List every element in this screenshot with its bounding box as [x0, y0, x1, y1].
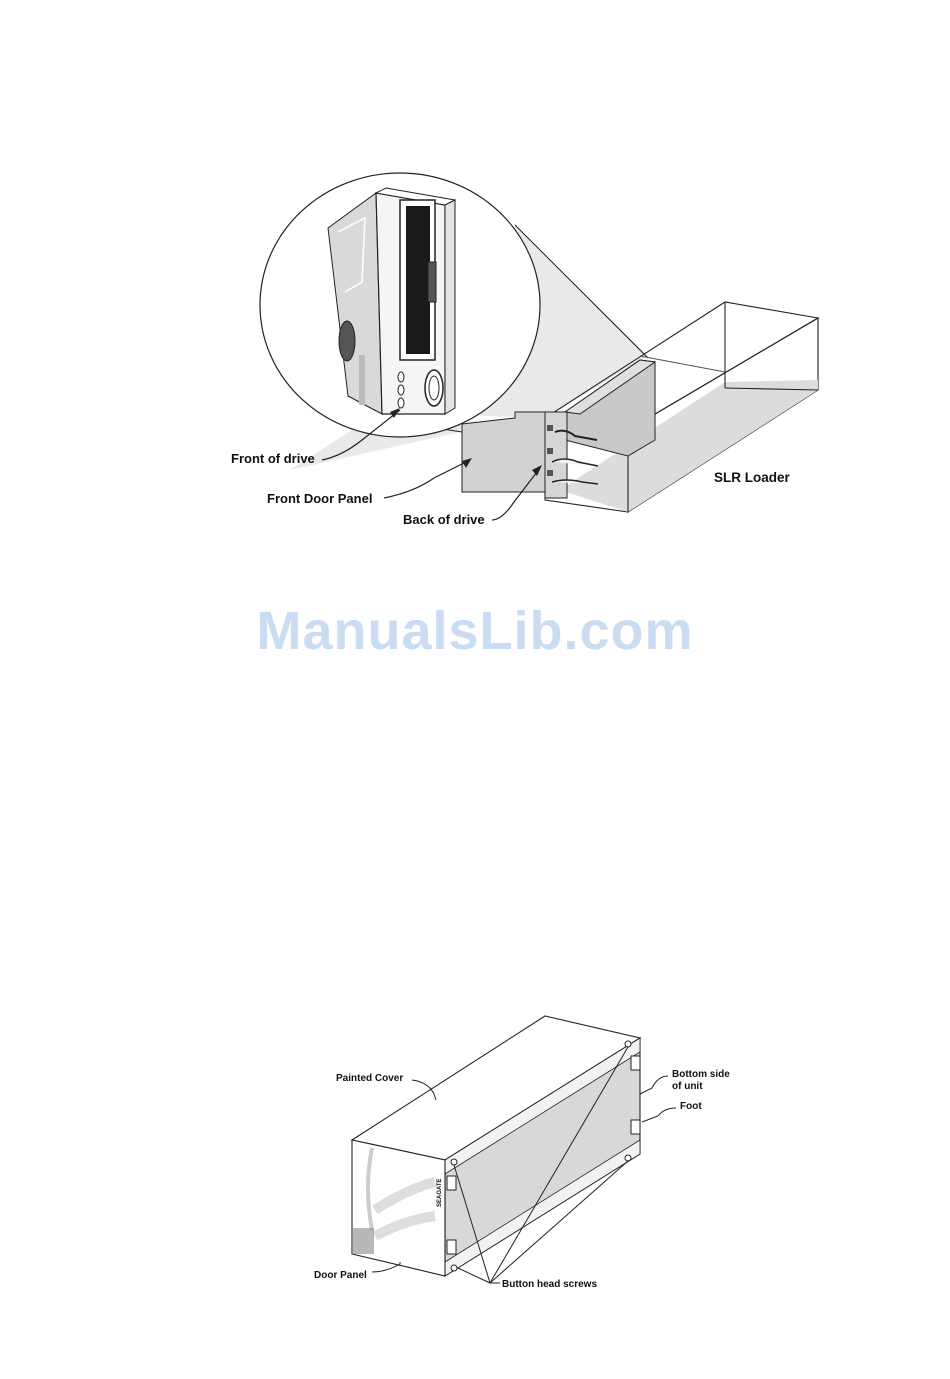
- eject-button: [425, 370, 443, 406]
- foot-3: [631, 1056, 640, 1070]
- label-bottom-side-line1: Bottom side: [672, 1069, 730, 1080]
- foot-4: [631, 1120, 640, 1134]
- label-front-of-drive: Front of drive: [231, 451, 315, 466]
- door-panel-badge: [352, 1228, 374, 1254]
- foot-1: [447, 1176, 456, 1190]
- leader-front-door-panel: [384, 460, 470, 498]
- door-panel-brand: SEAGATE: [437, 1178, 443, 1207]
- figure-drive-installation: Front of drive Front Door Panel Back of …: [231, 173, 818, 527]
- led-1: [398, 372, 404, 382]
- label-painted-cover: Painted Cover: [336, 1073, 403, 1084]
- label-front-door-panel: Front Door Panel: [267, 491, 372, 506]
- screw-4: [625, 1155, 631, 1161]
- screw-1: [451, 1159, 457, 1165]
- fan-vent: [339, 321, 355, 361]
- door-panel: [352, 1140, 445, 1276]
- label-door-panel: Door Panel: [314, 1270, 367, 1281]
- label-slr-loader: SLR Loader: [714, 470, 791, 485]
- figure-loader-bottom: SEAGATE Painted Cover Bottom side of uni…: [314, 1016, 730, 1290]
- foot-2: [447, 1240, 456, 1254]
- led-3: [398, 398, 404, 408]
- screw-2: [451, 1265, 457, 1271]
- led-2: [398, 385, 404, 395]
- drive-closeup: [328, 188, 455, 414]
- label-bottom-side-line2: of unit: [672, 1081, 703, 1092]
- label-foot: Foot: [680, 1101, 702, 1112]
- screw-3: [625, 1041, 631, 1047]
- front-door-panel-shape: [462, 412, 545, 492]
- label-button-head-screws: Button head screws: [502, 1279, 597, 1290]
- watermark: ManualsLib.com: [0, 600, 950, 662]
- label-back-of-drive: Back of drive: [403, 512, 485, 527]
